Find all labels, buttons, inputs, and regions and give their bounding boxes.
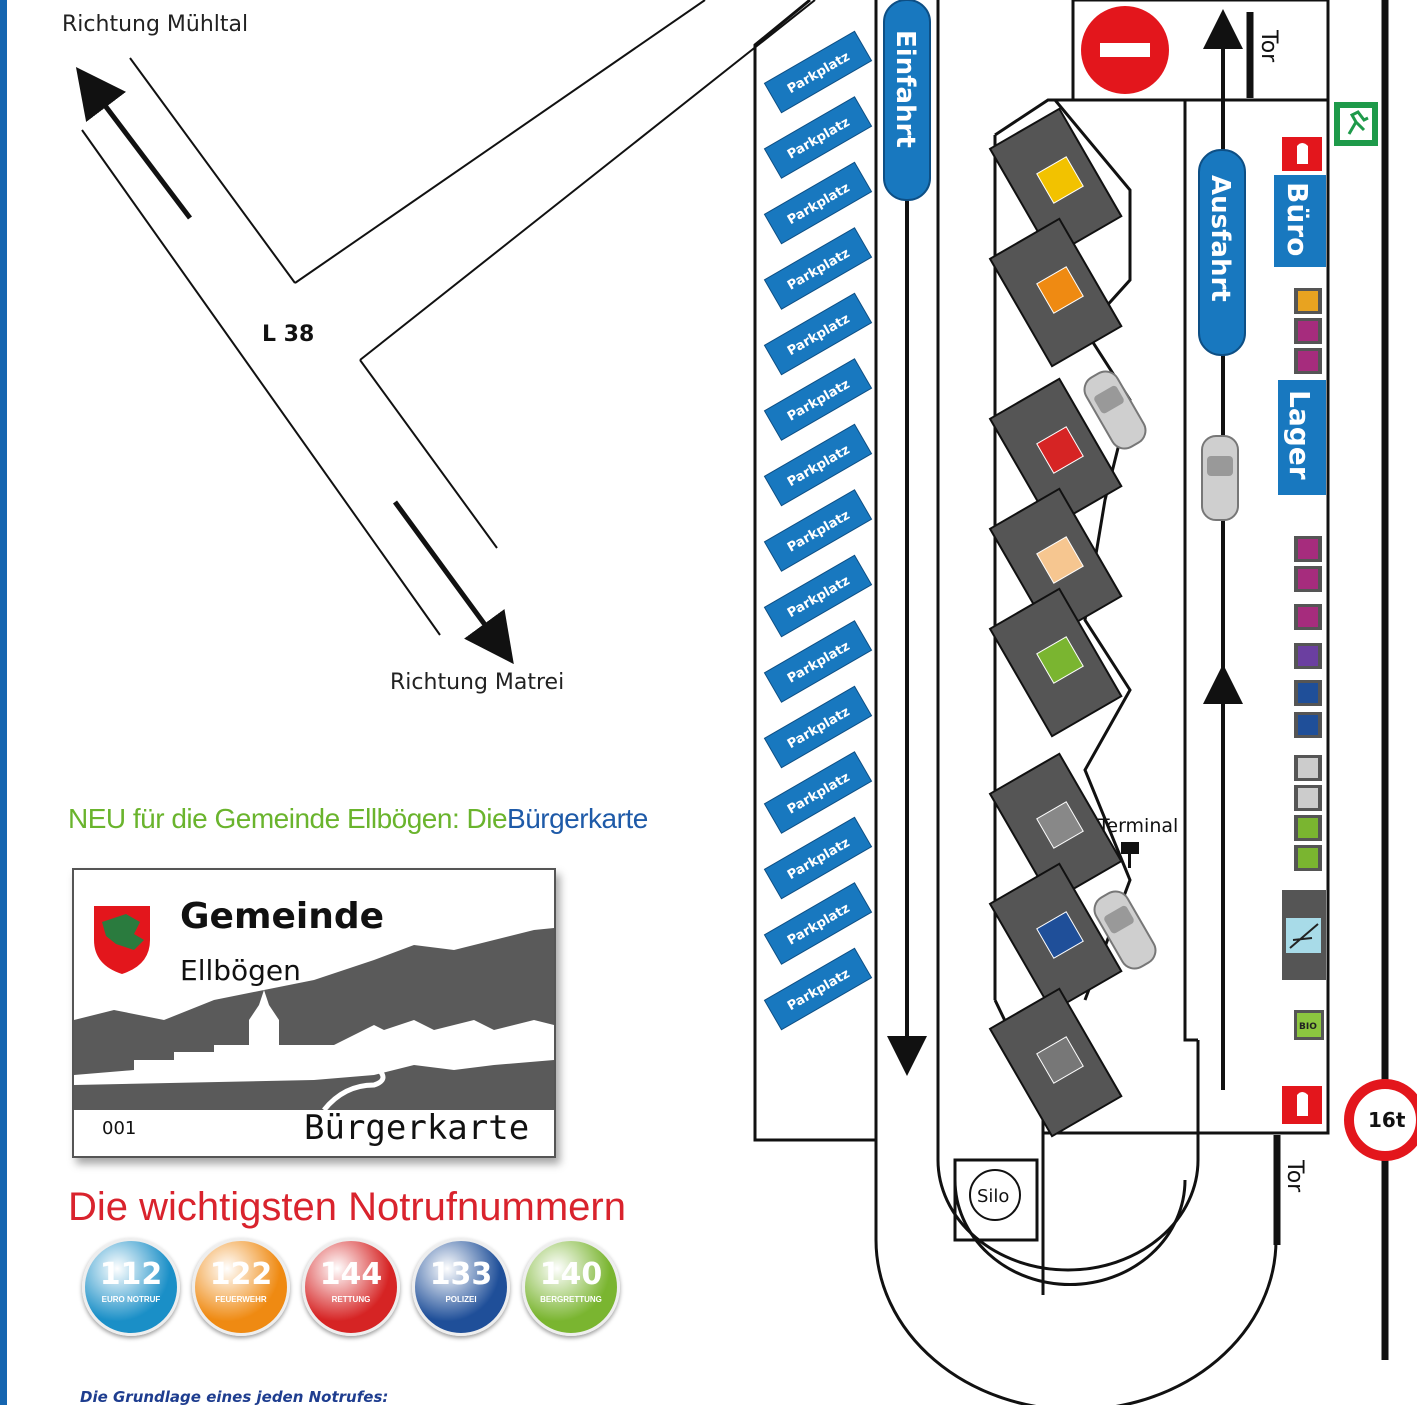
container-bay: [1282, 890, 1326, 980]
emergency-number-label: BERGRETTUNG: [540, 1295, 602, 1304]
container-icon-fill: [1298, 788, 1318, 808]
parking-spot: Parkplatz: [763, 30, 873, 114]
parking-spot: Parkplatz: [763, 292, 873, 376]
island-zigzag: [1053, 99, 1132, 1001]
gate-label-bottom: Tor: [1282, 1159, 1307, 1193]
direction-label-south: Richtung Matrei: [390, 670, 565, 695]
silo-label: Silo: [977, 1186, 1009, 1207]
parking-spot: Parkplatz: [763, 685, 873, 769]
weight-limit-label: 16t: [1368, 1108, 1406, 1132]
drop-off-bay: [988, 377, 1123, 528]
emergency-number: 140: [539, 1257, 603, 1292]
facility-outline: [753, 0, 1330, 1405]
emergency-heading: Die wichtigsten Notrufnummern: [68, 1185, 626, 1229]
drop-off-bay: [988, 987, 1123, 1138]
parking-spots: ParkplatzParkplatzParkplatzParkplatzPark…: [763, 30, 873, 1031]
emergency-number: 144: [319, 1257, 383, 1292]
bio-label: BIO: [1299, 1022, 1317, 1032]
emergency-footer: Die Grundlage eines jeden Notrufes:: [80, 1388, 389, 1406]
exit-sign: Ausfahrt: [1198, 149, 1246, 356]
promo-prefix: NEU für die Gemeinde Ellbögen:: [68, 803, 460, 834]
office-sign: Büro: [1274, 175, 1326, 267]
entry-label: Einfahrt: [890, 30, 920, 148]
container-icon-fill: [1298, 818, 1318, 838]
drop-off-bay: [988, 107, 1123, 258]
direction-label-north: Richtung Mühltal: [62, 12, 249, 37]
car-icon: [1093, 890, 1157, 970]
drop-off-bay: [988, 587, 1123, 738]
drop-off-bays: [988, 107, 1123, 1138]
card-name: Bürgerkarte: [304, 1108, 530, 1148]
left-frame-border: [0, 0, 7, 1405]
emergency-number-label: EURO NOTRUF: [101, 1295, 161, 1304]
car-icon: [1201, 435, 1239, 521]
fire-extinguisher-icon: [1282, 137, 1322, 171]
emergency-number: 133: [429, 1257, 493, 1292]
bio-waste-icon: BIO: [1294, 1010, 1324, 1040]
emergency-number: 122: [209, 1257, 273, 1292]
promo-text: NEU für die Gemeinde Ellbögen: DieBürger…: [68, 803, 648, 835]
exit-label: Ausfahrt: [1205, 175, 1235, 302]
road-l38: [81, 0, 816, 636]
container-icon-fill: [1298, 321, 1318, 341]
drop-off-bay: [988, 217, 1123, 368]
container-icon-fill: [1298, 848, 1318, 868]
drop-off-bay: [988, 862, 1123, 1013]
no-entry-sign-icon: [1081, 6, 1169, 94]
container-icon-fill: [1298, 683, 1318, 703]
container-icon-fill: [1298, 291, 1318, 311]
bin-icon: [1036, 266, 1084, 314]
weight-limit-sign: [1344, 1079, 1417, 1161]
container-icon-fill: [1298, 607, 1318, 627]
fire-extinguisher-icon: [1282, 1086, 1322, 1124]
container-icon-fill: [1298, 569, 1318, 589]
silo-circle: [969, 1169, 1021, 1221]
road-label: L 38: [262, 322, 314, 347]
drop-off-bay: [988, 487, 1123, 638]
bin-icon: [1036, 911, 1084, 959]
card-title: Gemeinde: [180, 896, 385, 937]
office-label: Büro: [1281, 182, 1314, 256]
storage-label: Lager: [1283, 390, 1316, 480]
promo-middle: Die: [466, 803, 508, 834]
gate-label-top: Tor: [1256, 29, 1281, 63]
emergency-number-label: FEUERWEHR: [215, 1295, 267, 1304]
card-subtitle: Ellbögen: [180, 954, 301, 987]
emergency-exit-icon: [1334, 102, 1378, 146]
container-icon-fill: [1298, 715, 1318, 735]
container-icon-fill: [1298, 351, 1318, 371]
card-number: 001: [102, 1118, 137, 1139]
bin-icon: [1036, 536, 1084, 584]
card-landscape: [74, 906, 554, 1156]
entry-sign: Einfahrt: [883, 0, 931, 201]
container-icons: [1294, 288, 1322, 871]
storage-sign: Lager: [1278, 380, 1326, 495]
bin-icon: [1036, 801, 1084, 849]
bin-icon: [1036, 426, 1084, 474]
promo-highlight: Bürgerkarte: [507, 803, 648, 834]
container-icon-fill: [1298, 646, 1318, 666]
direction-arrow-south: [392, 500, 514, 665]
emergency-number: 112: [99, 1257, 163, 1292]
car-icon: [1083, 370, 1147, 450]
bin-icon: [1036, 1036, 1084, 1084]
emergency-number-label: RETTUNG: [331, 1295, 371, 1304]
direction-arrow-north: [75, 67, 192, 220]
terminal-label: Terminal: [1097, 815, 1178, 837]
bin-icon: [1036, 636, 1084, 684]
container-icon-fill: [1298, 758, 1318, 778]
emergency-number-label: POLIZEI: [445, 1295, 477, 1304]
bin-icon: [1036, 156, 1084, 204]
drop-off-bay: [988, 752, 1123, 903]
terminal-icon: [1121, 842, 1139, 868]
citizen-card: Gemeinde Ellbögen 001 Bürgerkarte: [72, 868, 556, 1158]
container-icon-fill: [1298, 539, 1318, 559]
